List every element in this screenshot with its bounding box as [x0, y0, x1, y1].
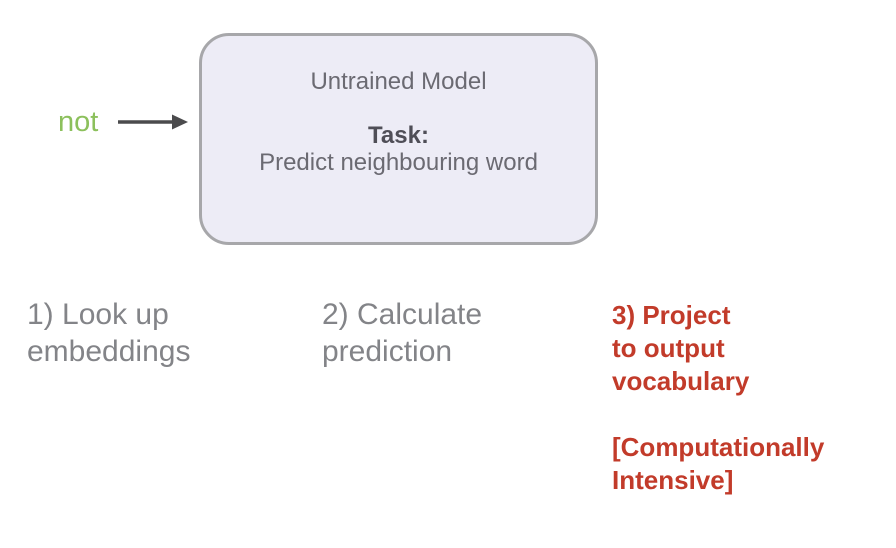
step-2-calculate-prediction: 2) Calculate prediction	[322, 296, 482, 370]
step-3-note-line-2: Intensive]	[612, 465, 734, 495]
step-3-line-2: to output	[612, 333, 725, 363]
step-3-project-to-output-vocabulary: 3) Project to output vocabulary [Computa…	[612, 299, 824, 497]
task-label: Task:	[368, 122, 429, 149]
input-word-label: not	[58, 106, 99, 138]
step-3-spacer	[612, 398, 824, 431]
model-box: Untrained Model Task: Predict neighbouri…	[199, 33, 598, 245]
step-2-line-2: prediction	[322, 335, 453, 368]
model-box-spacer	[202, 95, 595, 122]
task-description: Predict neighbouring word	[259, 149, 538, 176]
arrow-right-icon	[118, 114, 188, 130]
step-3-note-line-1: [Computationally	[612, 432, 825, 462]
step-1-lookup-embeddings: 1) Look up embeddings	[27, 296, 190, 370]
model-box-title: Untrained Model	[310, 68, 487, 95]
step-3-line-1: 3) Project	[612, 300, 731, 330]
step-1-line-1: 1) Look up	[27, 298, 169, 331]
step-3-line-3: vocabulary	[612, 366, 750, 396]
step-2-line-1: 2) Calculate	[322, 298, 483, 331]
step-1-line-2: embeddings	[27, 335, 191, 368]
